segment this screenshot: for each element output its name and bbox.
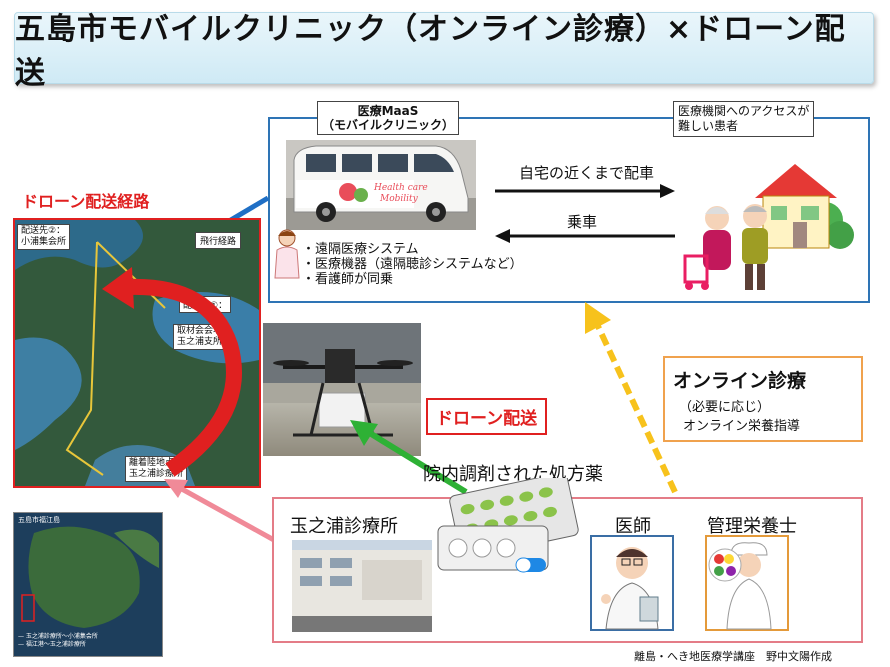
title-bar: 五島市モバイルクリニック（オンライン診療）×ドローン配送 [14, 12, 874, 91]
arrow-right [495, 184, 675, 198]
dest2-line2: 小浦集会所 [21, 237, 67, 247]
overview-map-legend: — 玉之浦診療所～小浦集会所 — 福江港～玉之浦診療所 [18, 633, 98, 649]
drone-delivery-label: ドローン配送 [436, 409, 538, 429]
bullet-devices: ・医療機器（遠隔聴診システムなど） [302, 257, 523, 272]
legend-line1: — 玉之浦診療所～小浦集会所 [18, 633, 98, 640]
dietitian-label: 管理栄養士 [707, 516, 797, 537]
dietitian-illustration [705, 535, 789, 631]
online-line2: （必要に応じ） [679, 400, 771, 415]
van-sign-line2: Mobility [379, 194, 419, 204]
bullet-telemedicine: ・遠隔医療システム [302, 242, 419, 257]
red-curved-arrow [102, 267, 242, 477]
online-box: オンライン診療 （必要に応じ） オンライン栄養指導 [663, 356, 863, 442]
maas-label: 医療MaaS （モバイルクリニック） [317, 101, 460, 135]
arrow-left-label: 乗車 [567, 213, 598, 231]
maas-label-line2: （モバイルクリニック） [322, 118, 455, 132]
pickup-label: 取材会会場 玉之浦支所 [173, 324, 227, 350]
bullet-nurse: ・看護師が同乗 [302, 272, 394, 287]
yellow-dashed-arrow [585, 302, 678, 494]
clinic-building-photo [292, 540, 432, 632]
green-arrow [350, 420, 468, 495]
drone-route-title: ドローン配送経路 [22, 192, 150, 211]
drone-delivery-box: ドローン配送 [426, 398, 548, 435]
page-title: 五島市モバイルクリニック（オンライン診療）×ドローン配送 [15, 12, 846, 91]
credit: 離島・へき地医療学講座 野中文陽作成 [634, 650, 832, 663]
overview-map: 五島市福江島 — 玉之浦診療所～小浦集会所 — 福江港～玉之浦診療所 [13, 512, 163, 657]
elderly-patients-home-illustration [683, 164, 854, 290]
drone-photo [263, 323, 421, 456]
nurse-icon [274, 229, 300, 279]
maas-label-line1: 医療MaaS [357, 104, 419, 118]
overview-map-terrain [14, 513, 162, 656]
van-sign-line1: Health care [373, 183, 428, 193]
doctor-illustration [590, 535, 674, 631]
patients-label-line2: 難しい患者 [678, 119, 739, 133]
drone-route-map: 配送先②： 小浦集会所 飛行経路 配送先①： 取材会会場 玉之浦支所 離着陸地点… [13, 218, 261, 488]
arrow-left [495, 229, 675, 243]
takeoff-line2: 玉之浦診療所 [129, 469, 184, 479]
pills-illustration [437, 478, 579, 573]
patients-label: 医療機関へのアクセスが 難しい患者 [673, 101, 815, 137]
dest2-label: 配送先②： 小浦集会所 [17, 224, 71, 250]
legend-line2: — 福江港～玉之浦診療所 [18, 641, 86, 648]
pink-arrow-to-map [164, 479, 276, 543]
drone-illustration [263, 323, 421, 437]
arrow-right-label: 自宅の近くまで配車 [519, 164, 655, 182]
pickup-line2: 玉之浦支所 [177, 337, 223, 347]
patients-label-line1: 医療機関へのアクセスが [678, 104, 810, 118]
takeoff-line1: 離着陸地点： [129, 458, 184, 468]
route-map-terrain [15, 220, 259, 486]
maas-bullets: ・遠隔医療システム ・医療機器（遠隔聴診システムなど） ・看護師が同乗 [302, 242, 523, 287]
mobile-clinic-van: Health care Mobility [286, 140, 476, 230]
dest2-line1: 配送先②： [21, 226, 66, 236]
pickup-line1: 取材会会場 [177, 326, 223, 336]
flight-path-label: 飛行経路 [195, 232, 242, 249]
overview-map-title: 五島市福江島 [18, 516, 60, 524]
online-line3: オンライン栄養指導 [683, 419, 801, 434]
online-title: オンライン診療 [673, 370, 807, 392]
doctor-label: 医師 [615, 516, 651, 537]
clinic-name: 玉之浦診療所 [290, 516, 398, 537]
